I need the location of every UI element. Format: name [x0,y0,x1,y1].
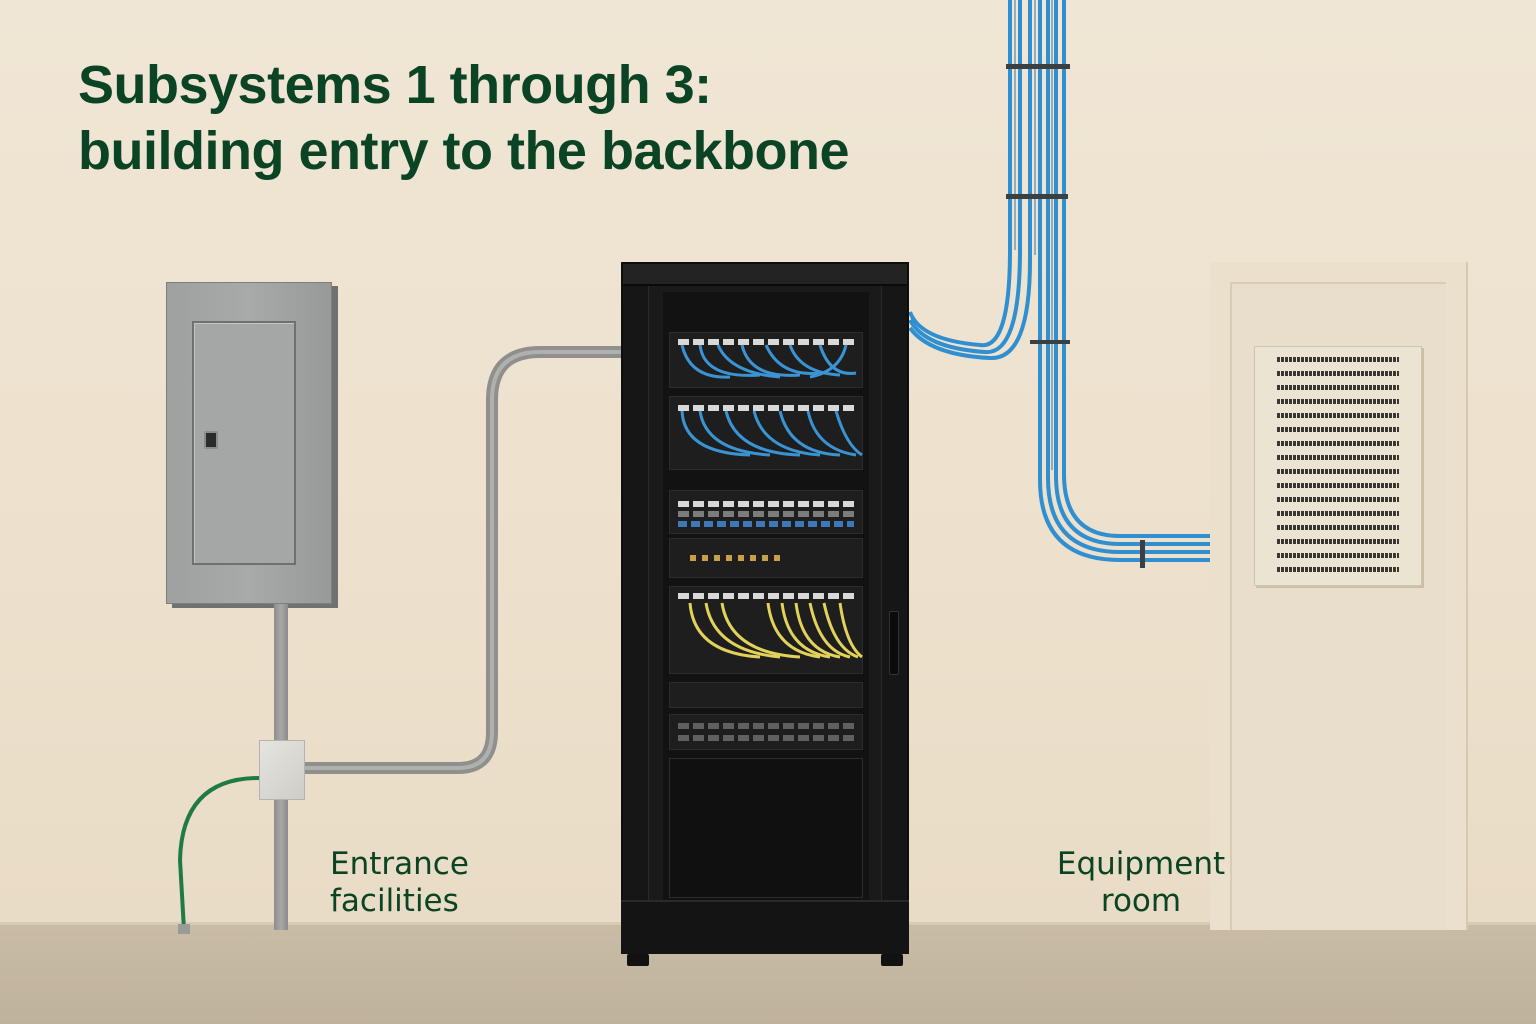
ground-wire [177,776,260,931]
page-title: Subsystems 1 through 3: building entry t… [78,52,850,184]
yellow-patch-cords [688,602,863,659]
switch-1 [669,490,863,534]
rack-rail-right [881,286,907,904]
label-line: Equipment [1056,846,1226,882]
patch-panel-3 [669,586,863,674]
title-line-1: Subsystems 1 through 3: [78,55,712,115]
latch-icon [204,431,218,449]
power-unit [669,714,863,750]
enclosure-door [192,321,296,565]
rack-foot-right [881,954,903,966]
title-line-2: building entry to the backbone [78,121,850,181]
junction-box [259,740,305,800]
conduit-highlight [305,350,622,770]
equipment-rack [621,262,909,966]
rack-rail-left [623,286,649,904]
blue-patch-cords [680,344,857,379]
conduit [299,346,628,774]
label-line: facilities [330,883,459,919]
equipment-room-doorway [1210,262,1466,930]
cable-ties [1006,64,1145,568]
rack-base [621,900,909,966]
label-line: room [1100,883,1182,919]
patch-panel-2 [669,396,863,470]
ground-clamp [178,924,190,934]
entrance-enclosure [166,282,332,604]
switch-2 [669,538,863,578]
rack-foot-left [627,954,649,966]
cross-connect-block [1254,346,1422,586]
backbone-bundle [908,0,1260,562]
patch-panel-1 [669,332,863,388]
rack-bay [663,292,869,904]
equipment-room-label: Equipment room [1046,846,1236,920]
rack-door-handle [889,611,899,675]
blank-panel [669,682,863,708]
rack-top [623,264,907,286]
entrance-facilities-label: Entrance facilities [330,846,469,920]
empty-bay [669,758,863,898]
label-line: Entrance [330,846,469,882]
blue-patch-cords-2 [680,410,863,457]
